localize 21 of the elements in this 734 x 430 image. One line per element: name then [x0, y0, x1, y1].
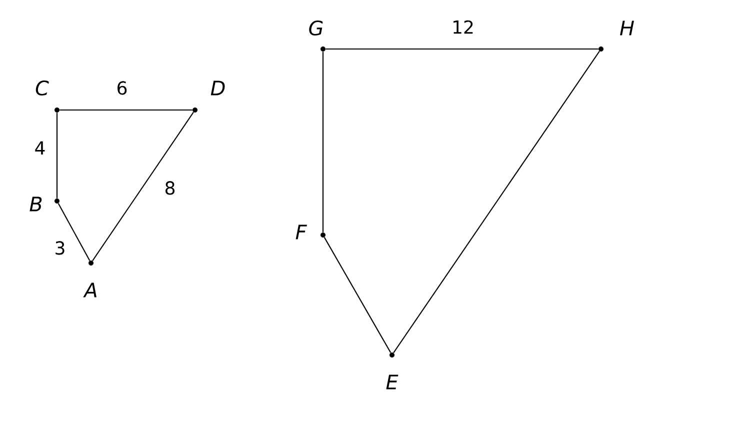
vertex-label: H	[620, 20, 634, 36]
vertex-label: D	[210, 80, 225, 96]
length-label: 12	[450, 19, 476, 35]
length-label: 6	[115, 80, 129, 96]
vertex-label: G	[309, 20, 323, 36]
length-label: 3	[53, 240, 67, 256]
length-label: 8	[163, 180, 177, 196]
vertex-label: F	[296, 224, 307, 240]
line-segment	[324, 237, 392, 353]
line-segment	[326, 48, 598, 50]
line-segment	[56, 112, 58, 198]
line-segment	[58, 203, 90, 261]
length-label: 4	[33, 140, 47, 156]
line-segment	[393, 50, 600, 354]
vertex-label: A	[83, 282, 96, 298]
vertex-label: B	[30, 196, 42, 212]
vertex-label: C	[36, 80, 49, 96]
line-segment	[92, 112, 194, 262]
vertex-label: E	[386, 374, 398, 390]
line-segment	[60, 109, 192, 111]
line-segment	[322, 52, 324, 232]
